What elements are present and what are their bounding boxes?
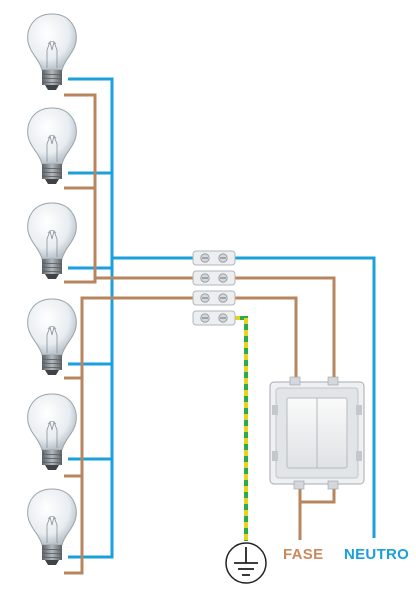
terminal-phase-2: [192, 290, 236, 306]
terminal-phase-1: [192, 270, 236, 286]
light-bulbs: [27, 13, 77, 566]
terminal-earth: [192, 310, 236, 326]
phase-label: FASE: [283, 546, 324, 563]
phase-wires: [64, 93, 336, 575]
double-light-switch-icon: [269, 376, 365, 490]
earth-wire: [234, 316, 248, 541]
neutral-label: NEUTRO: [344, 546, 410, 563]
terminal-neutral: [192, 250, 236, 266]
earth-ground-icon: [225, 542, 267, 584]
neutral-wires: [68, 77, 376, 559]
light-bulb-icon: [27, 488, 77, 566]
terminal-block-icon: [192, 250, 236, 326]
